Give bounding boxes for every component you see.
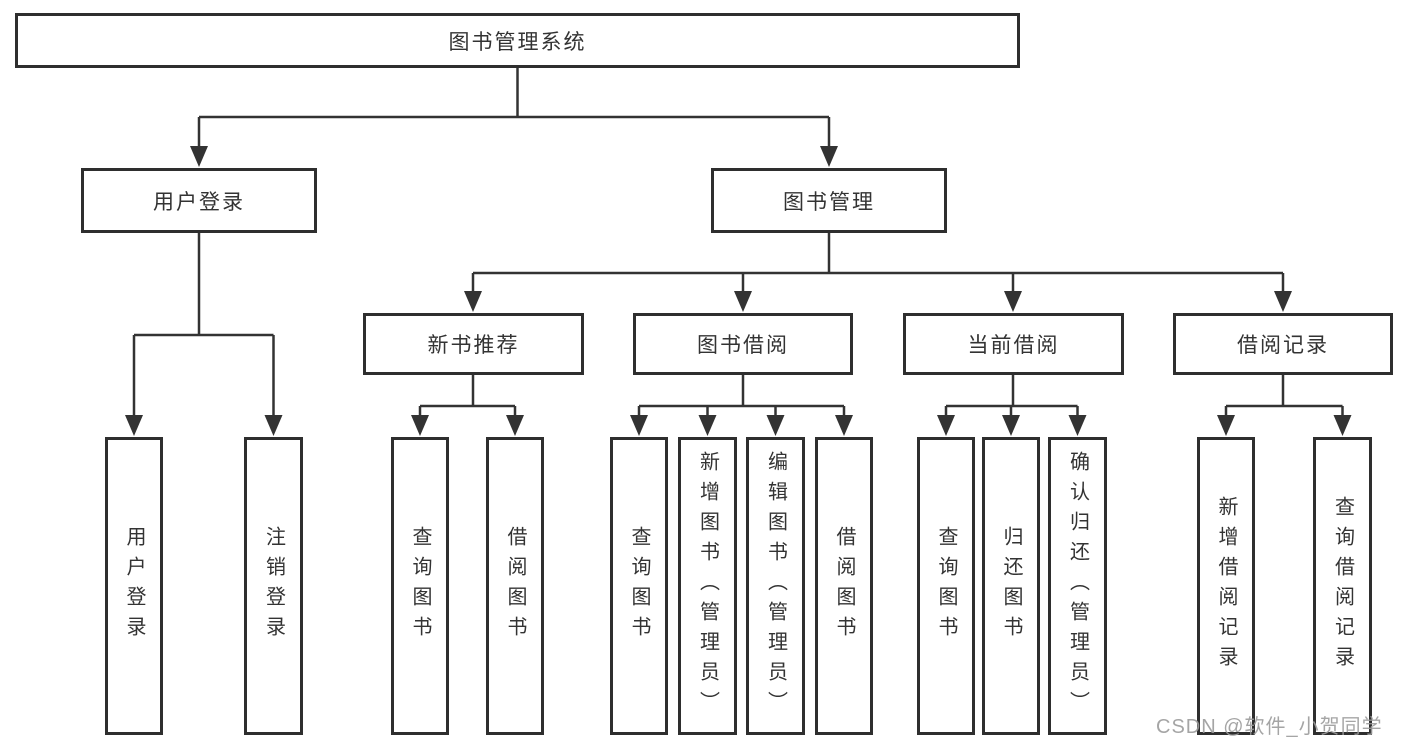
leaf-confirm-return-admin: 确认归还（管理员） [1048,437,1107,735]
node-book-management: 图书管理 [711,168,947,233]
watermark: CSDN @软件_小贺同学 [1156,716,1383,738]
leaf-borrow-books-recommend-label: 借阅图书 [504,526,526,646]
leaf-user-login-label: 用户登录 [123,526,145,646]
leaf-add-books-admin-label: 新增图书（管理员） [696,451,719,721]
leaf-borrow-books-recommend: 借阅图书 [486,437,544,735]
leaf-query-books-borrow: 查询图书 [610,437,668,735]
leaf-return-books-label: 归还图书 [1000,526,1022,646]
leaf-add-borrow-record: 新增借阅记录 [1197,437,1255,735]
leaf-user-login: 用户登录 [105,437,163,735]
node-book-borrow: 图书借阅 [633,313,853,375]
leaf-add-borrow-record-label: 新增借阅记录 [1215,496,1237,676]
leaf-logout: 注销登录 [244,437,303,735]
leaf-edit-books-admin: 编辑图书（管理员） [746,437,805,735]
leaf-query-borrow-record-label: 查询借阅记录 [1331,496,1354,676]
node-current-borrow: 当前借阅 [903,313,1124,375]
leaf-borrow-books-label: 借阅图书 [833,526,855,646]
leaf-confirm-return-admin-label: 确认归还（管理员） [1066,451,1089,721]
leaf-query-books-borrow-label: 查询图书 [628,526,650,646]
leaf-query-books-current: 查询图书 [917,437,975,735]
node-borrow-records: 借阅记录 [1173,313,1393,375]
leaf-query-books-recommend-label: 查询图书 [409,526,431,646]
leaf-return-books: 归还图书 [982,437,1040,735]
arrowheads [125,146,1352,436]
leaf-add-books-admin: 新增图书（管理员） [678,437,737,735]
leaf-query-books-current-label: 查询图书 [935,526,957,646]
node-new-book-recommend: 新书推荐 [363,313,584,375]
node-library-system: 图书管理系统 [15,13,1020,68]
leaf-edit-books-admin-label: 编辑图书（管理员） [764,451,787,721]
node-user-login: 用户登录 [81,168,317,233]
leaf-query-books-recommend: 查询图书 [391,437,449,735]
leaf-query-borrow-record: 查询借阅记录 [1313,437,1372,735]
leaf-logout-label: 注销登录 [262,526,285,646]
leaf-borrow-books: 借阅图书 [815,437,873,735]
